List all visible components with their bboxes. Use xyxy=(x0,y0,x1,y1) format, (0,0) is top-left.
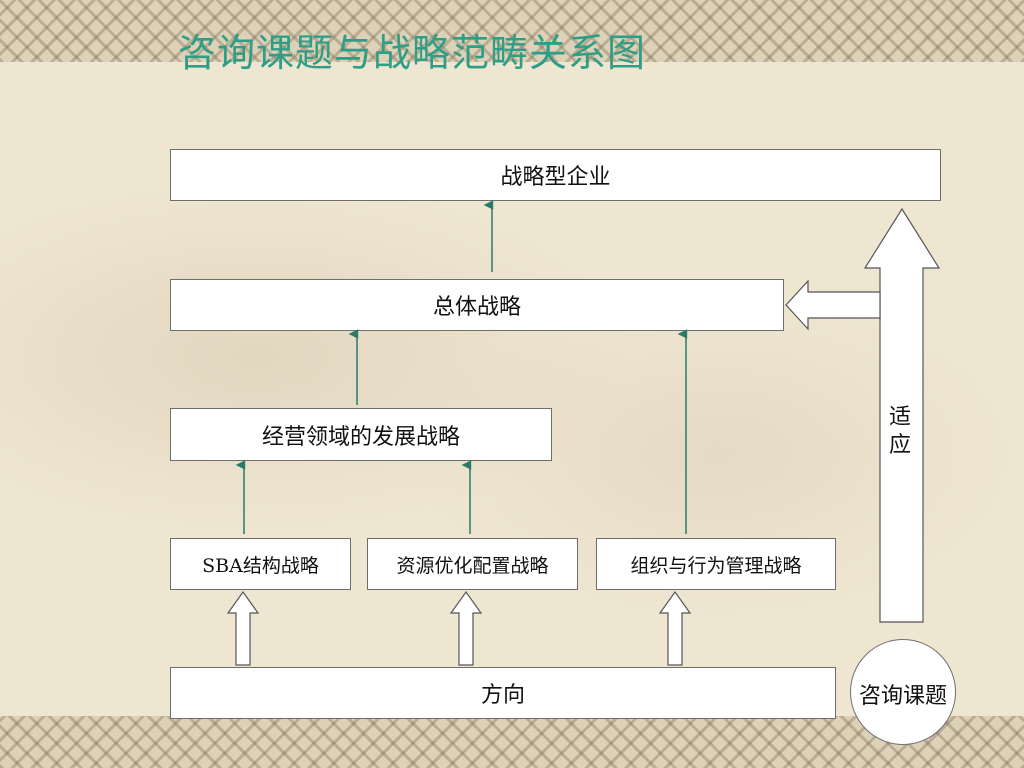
node-org-strategy-label: 组织与行为管理战略 xyxy=(630,554,802,577)
block-arrow-direction-to-sba xyxy=(226,590,260,666)
page-title: 咨询课题与战略范畴关系图 xyxy=(178,31,647,75)
node-enterprise: 战略型企业 xyxy=(170,149,941,201)
decorative-top-border xyxy=(0,0,1024,62)
node-sba-strategy-label: SBA结构战略 xyxy=(202,554,319,577)
node-domain-strategy: 经营领域的发展战略 xyxy=(170,408,552,461)
node-resource-strategy-label: 资源优化配置战略 xyxy=(396,554,549,577)
decorative-bottom-border xyxy=(0,716,1024,768)
adapt-label-char-2: 应 xyxy=(888,433,911,458)
block-arrow-adapt xyxy=(863,207,941,623)
block-arrow-direction-to-org xyxy=(658,590,692,666)
node-overall-strategy-label: 总体战略 xyxy=(432,295,521,320)
node-org-strategy: 组织与行为管理战略 xyxy=(596,538,836,590)
node-sba-strategy: SBA结构战略 xyxy=(170,538,351,590)
node-enterprise-label: 战略型企业 xyxy=(500,165,611,190)
node-domain-strategy-label: 经营领域的发展战略 xyxy=(261,424,460,450)
adapt-label-char-1: 适 xyxy=(888,405,911,430)
consult-label: 咨询课题 xyxy=(858,684,947,709)
node-resource-strategy: 资源优化配置战略 xyxy=(367,538,578,590)
block-arrow-to-overall xyxy=(785,279,881,331)
adapt-label: 适 应 xyxy=(884,404,916,460)
node-direction: 方向 xyxy=(170,667,836,719)
node-overall-strategy: 总体战略 xyxy=(170,279,784,331)
block-arrow-direction-to-resource xyxy=(449,590,483,666)
consult-circle xyxy=(850,639,956,745)
node-direction-label: 方向 xyxy=(480,683,525,708)
